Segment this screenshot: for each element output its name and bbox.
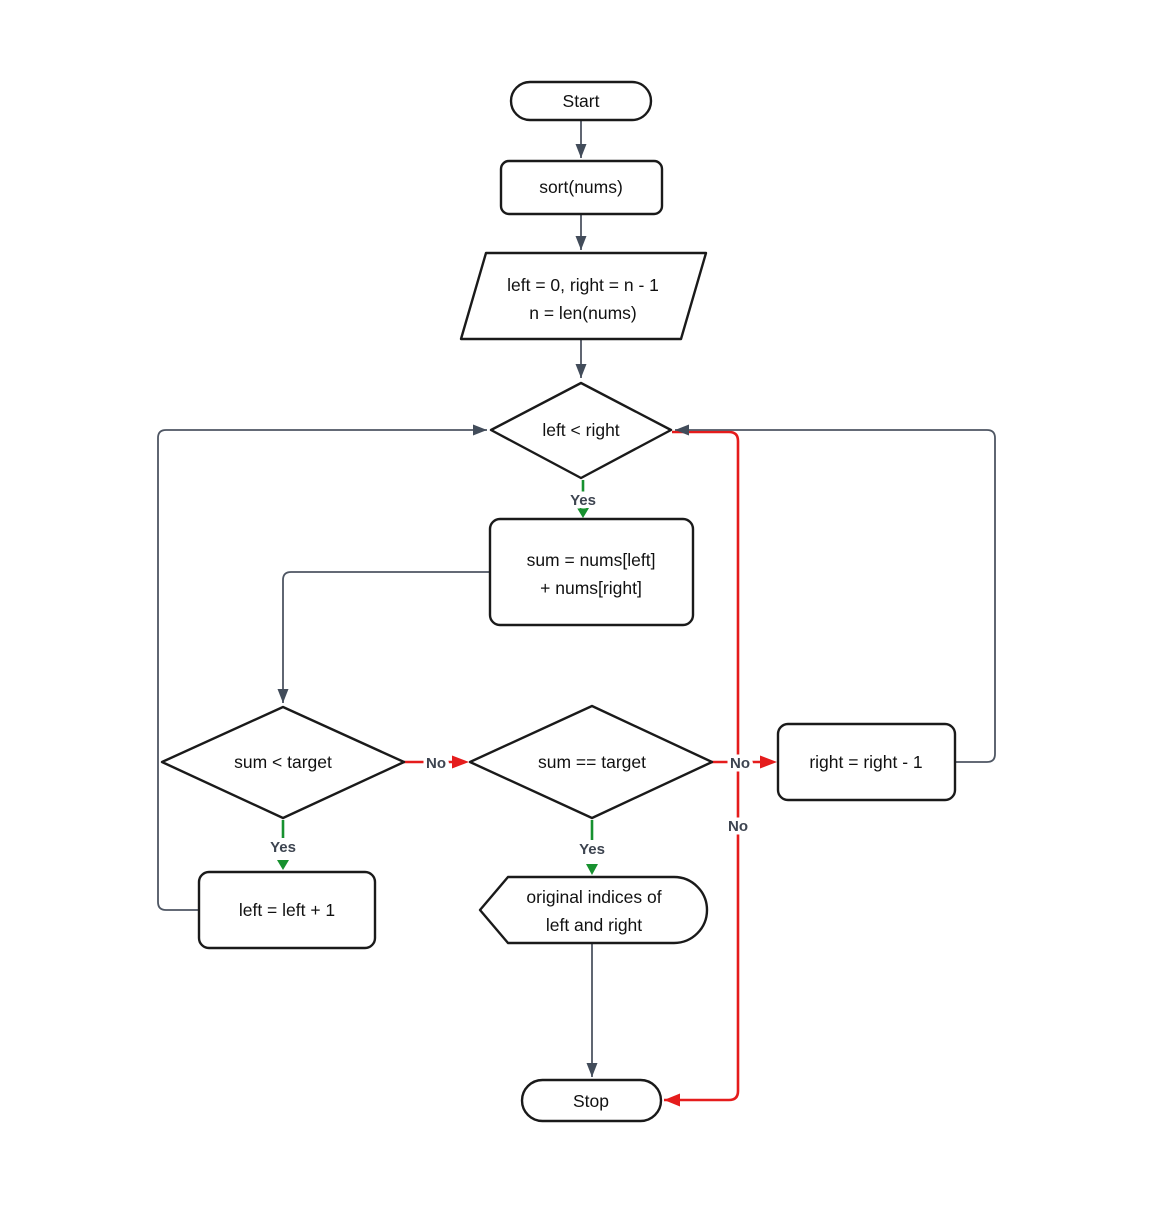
node-out-line2: left and right xyxy=(546,915,642,935)
node-eq-label: sum == target xyxy=(538,752,646,772)
node-dec-label: right = right - 1 xyxy=(809,752,922,772)
node-init-line2: n = len(nums) xyxy=(529,303,636,323)
node-out-shape xyxy=(478,875,709,945)
node-sum-shape xyxy=(488,517,695,627)
node-stop-label: Stop xyxy=(573,1091,609,1111)
node-loop-decision: left < right xyxy=(489,381,673,480)
node-start-shape xyxy=(509,80,653,122)
eq-no-arrowhead-icon xyxy=(760,755,777,769)
edge-loop-no xyxy=(664,430,740,1107)
node-lt-label: sum < target xyxy=(234,752,332,772)
node-out-line1: original indices of xyxy=(526,887,661,907)
node-sum: sum = nums[left] + nums[right] xyxy=(488,517,695,627)
label-lt-no: No xyxy=(426,755,446,772)
node-dec: right = right - 1 xyxy=(776,722,957,802)
node-stop-shape xyxy=(520,1078,663,1123)
node-init-shape xyxy=(459,251,708,341)
node-inc-shape xyxy=(197,870,377,950)
node-eq-shape xyxy=(468,704,714,820)
node-init: left = 0, right = n - 1 n = len(nums) xyxy=(459,251,708,341)
node-loop-label: left < right xyxy=(542,420,619,440)
node-sum-line2: + nums[right] xyxy=(540,578,642,598)
node-sum-line1: sum = nums[left] xyxy=(527,550,656,570)
label-eq-yes: Yes xyxy=(579,841,605,858)
label-loop-no: No xyxy=(728,818,748,835)
node-init-line1: left = 0, right = n - 1 xyxy=(507,275,659,295)
lt-no-arrowhead-icon xyxy=(452,755,469,769)
edge-sum-lt xyxy=(277,571,490,703)
node-inc-label: left = left + 1 xyxy=(239,900,335,920)
node-start-label: Start xyxy=(563,91,600,111)
label-eq-no: No xyxy=(730,755,750,772)
node-sort-label: sort(nums) xyxy=(539,177,623,197)
loop-yes-arrowhead-icon xyxy=(577,508,589,518)
edge-dec-loop xyxy=(675,424,996,763)
node-lt-shape xyxy=(160,705,406,820)
node-lt-decision: sum < target xyxy=(160,705,406,820)
node-out: original indices of left and right xyxy=(478,875,709,945)
eq-yes-arrowhead-icon xyxy=(586,864,598,875)
lt-yes-arrowhead-icon xyxy=(277,860,289,870)
node-start: Start xyxy=(509,80,653,122)
edge-inc-loop xyxy=(157,424,487,911)
node-inc: left = left + 1 xyxy=(197,870,377,950)
node-stop: Stop xyxy=(520,1078,663,1123)
node-dec-shape xyxy=(776,722,957,802)
node-eq-decision: sum == target xyxy=(468,704,714,820)
label-loop-yes: Yes xyxy=(570,492,596,509)
node-loop-shape xyxy=(489,381,673,480)
node-sort-shape xyxy=(499,159,664,216)
node-sort: sort(nums) xyxy=(499,159,664,216)
label-lt-yes: Yes xyxy=(270,839,296,856)
